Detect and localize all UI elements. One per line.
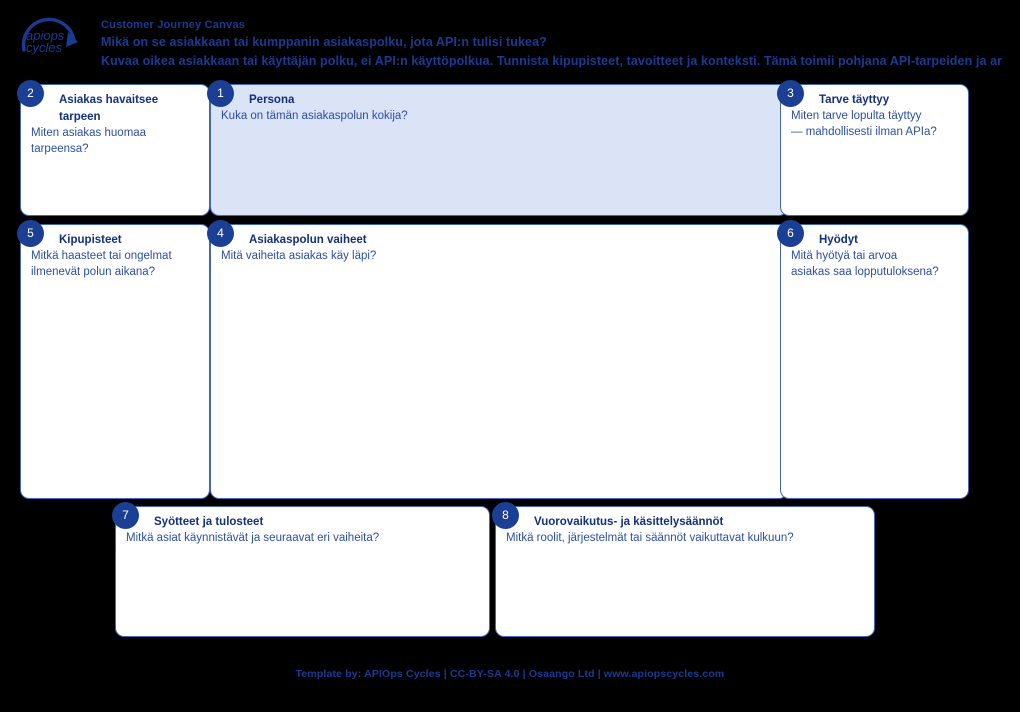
card-title: Syötteet ja tulosteet: [154, 516, 264, 528]
card-badge-4: 4: [207, 220, 234, 247]
card-subtitle: Mitkä roolit, järjestelmät tai säännöt v…: [506, 532, 794, 544]
card-title: Asiakaspolun vaiheet: [249, 234, 367, 246]
card-title: Vuorovaikutus- ja käsittelysäännöt: [534, 516, 724, 528]
card-kipupisteet[interactable]: Kipupisteet Mitkä haasteet tai ongelmat …: [20, 224, 210, 499]
canvas-title: Customer Journey Canvas: [101, 19, 245, 31]
svg-text:cycles: cycles: [26, 40, 63, 55]
card-badge-6: 6: [777, 220, 804, 247]
card-badge-1: 1: [207, 80, 234, 107]
card-subtitle: Miten tarve lopulta täyttyy — mahdollise…: [791, 110, 937, 138]
card-vuorovaikutus-ja-kasittelysaannot[interactable]: Vuorovaikutus- ja käsittelysäännöt Mitkä…: [495, 506, 875, 637]
card-syotteet-ja-tulosteet[interactable]: Syötteet ja tulosteet Mitkä asiat käynni…: [115, 506, 490, 637]
card-badge-7: 7: [112, 502, 139, 529]
card-asiakas-havaitsee-tarpeen[interactable]: Asiakas havaitsee tarpeen Miten asiakas …: [20, 84, 210, 216]
canvas-question: Mikä on se asiakkaan tai kumppanin asiak…: [101, 35, 547, 49]
card-badge-2: 2: [17, 80, 44, 107]
card-asiakaspolun-vaiheet[interactable]: Asiakaspolun vaiheet Mitä vaiheita asiak…: [210, 224, 788, 499]
card-hyodyt[interactable]: Hyödyt Mitä hyötyä tai arvoa asiakas saa…: [780, 224, 969, 499]
footer-attribution: Template by: APIOps Cycles | CC-BY-SA 4.…: [295, 668, 725, 680]
card-tarve-tayttyy[interactable]: Tarve täyttyy Miten tarve lopulta täytty…: [780, 84, 969, 216]
card-title: Asiakas havaitsee tarpeen: [59, 94, 159, 123]
canvas-header: apiops cycles Customer Journey Canvas Mi…: [0, 0, 1020, 74]
card-badge-3: 3: [777, 80, 804, 107]
card-subtitle: Kuka on tämän asiakaspolun kokija?: [221, 110, 408, 122]
card-subtitle: Mitkä haasteet tai ongelmat ilmenevät po…: [31, 250, 172, 278]
apiops-cycles-logo: apiops cycles: [10, 8, 96, 68]
card-subtitle: Miten asiakas huomaa tarpeensa?: [31, 127, 147, 155]
card-title: Kipupisteet: [59, 234, 122, 246]
svg-text:apiops: apiops: [26, 28, 65, 43]
canvas-subtitle: Kuvaa oikea asiakkaan tai käyttäjän polk…: [101, 54, 1003, 68]
card-badge-5: 5: [17, 220, 44, 247]
card-persona[interactable]: Persona Kuka on tämän asiakaspolun kokij…: [210, 84, 788, 216]
card-subtitle: Mitä vaiheita asiakas käy läpi?: [221, 250, 377, 262]
card-title: Persona: [249, 94, 295, 106]
card-title: Tarve täyttyy: [819, 94, 890, 106]
card-badge-8: 8: [492, 502, 519, 529]
card-title: Hyödyt: [819, 234, 858, 246]
card-subtitle: Mitä hyötyä tai arvoa asiakas saa lopput…: [791, 250, 939, 278]
card-subtitle: Mitkä asiat käynnistävät ja seuraavat er…: [126, 532, 380, 544]
